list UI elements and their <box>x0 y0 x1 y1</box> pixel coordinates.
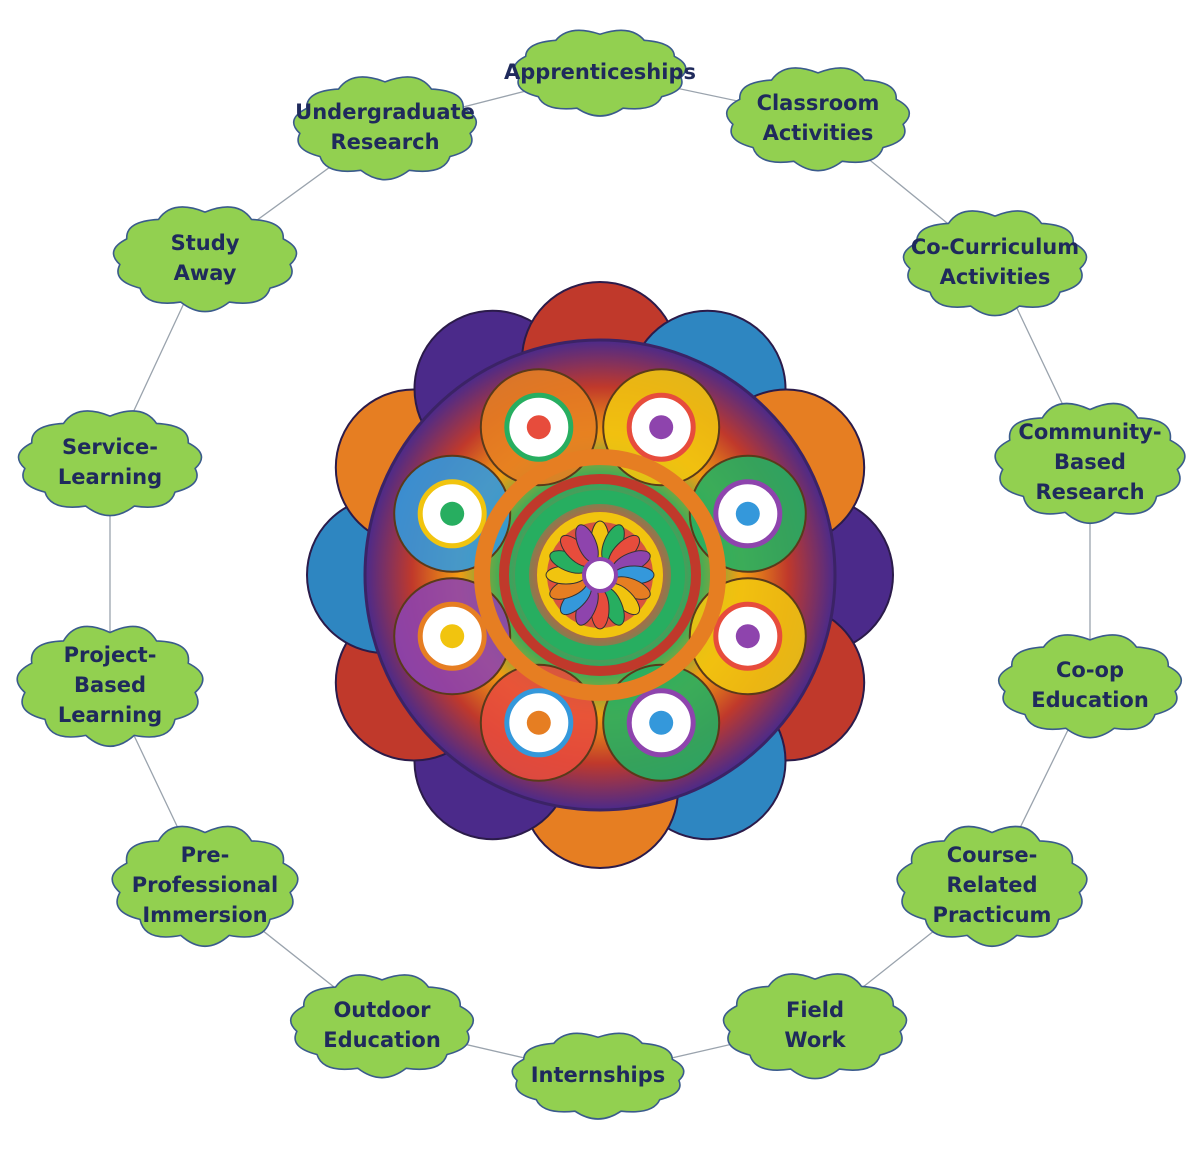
cloud-community-based-research <box>994 402 1186 525</box>
cloud-project-based-learning <box>16 625 204 748</box>
mandala-rosette-center <box>649 710 674 735</box>
mandala-icon <box>306 281 894 869</box>
mandala-rosette-center <box>526 415 551 440</box>
cloud-field-work <box>722 973 908 1080</box>
cloud-outdoor-education <box>289 974 475 1079</box>
mandala-ring <box>515 490 685 660</box>
mandala-rosette-center <box>440 624 465 649</box>
cloud-co-op-education <box>997 634 1183 739</box>
cloud-study-away <box>112 206 298 313</box>
cloud-nodes <box>16 29 1186 1120</box>
mandala-rosette-center <box>649 415 674 440</box>
cloud-undergraduate-research <box>292 76 478 181</box>
cloud-course-related-practicum <box>896 825 1088 948</box>
mandala-rosette-center <box>735 624 760 649</box>
mandala-center <box>582 557 618 593</box>
mandala-rosette-center <box>735 501 760 526</box>
mandala-ring <box>499 474 701 676</box>
mandala-rosette-center <box>440 501 465 526</box>
cloud-internships <box>511 1032 685 1120</box>
mandala-ring <box>474 449 726 701</box>
mandala-ring <box>537 512 663 638</box>
cloud-co-curriculum-activities <box>902 210 1088 317</box>
cloud-service-learning <box>17 410 203 517</box>
cloud-pre-professional-immersion <box>111 825 299 948</box>
cloud-classroom-activities <box>725 67 911 172</box>
cloud-apprenticeships <box>513 29 687 117</box>
mandala-rosette-center <box>526 710 551 735</box>
